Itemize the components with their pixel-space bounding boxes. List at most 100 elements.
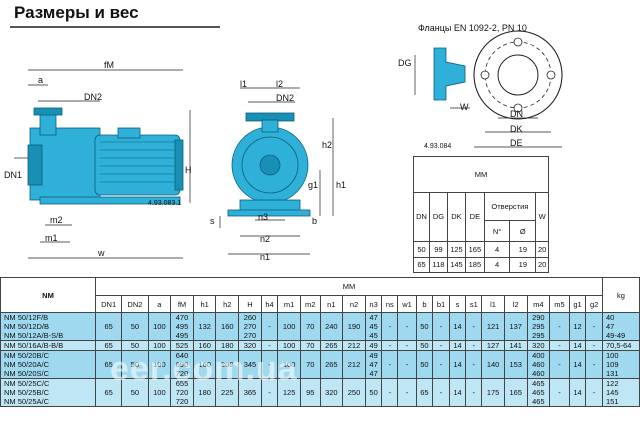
title-underline: [10, 26, 220, 28]
dim-H: H: [185, 165, 192, 175]
dim-W: W: [460, 102, 469, 112]
value: -: [472, 388, 476, 397]
model-name: NM 50/20S/C: [4, 369, 50, 378]
value: 49: [369, 341, 378, 350]
value: 225: [221, 388, 234, 397]
value-cell: 132: [192, 312, 217, 341]
column-header: m2: [299, 295, 321, 313]
value-cell: 14: [568, 378, 587, 407]
value-cell: -: [397, 378, 417, 407]
unit-header: MM: [95, 277, 603, 296]
model-name: NM 50/25A/C: [4, 397, 50, 406]
value: -: [472, 360, 476, 369]
weight-value: 122: [606, 379, 619, 388]
flange-cell: 4: [483, 256, 511, 274]
value: 465: [532, 379, 545, 388]
value-cell: 265: [319, 350, 344, 379]
value: 47: [369, 369, 378, 378]
value: 250: [347, 388, 361, 397]
value-cell: 525: [170, 340, 194, 351]
column-header: l1: [481, 295, 505, 313]
dim-DN2-front: DN2: [276, 93, 295, 103]
value-cell: 100: [277, 312, 301, 341]
value-cell: 50: [415, 312, 434, 341]
value-cell: -: [465, 340, 483, 351]
column-header: h2: [215, 295, 240, 313]
value: 65: [104, 360, 113, 369]
value: -: [268, 322, 271, 331]
watermark: eer.com.ua: [110, 350, 298, 388]
value: 720: [175, 388, 189, 397]
value: -: [592, 388, 596, 397]
value-cell: -: [549, 312, 570, 341]
value: 127: [486, 341, 500, 350]
model-name: NM 50/12F/B: [4, 313, 49, 322]
value-cell: -: [397, 312, 417, 341]
value: 160: [198, 341, 211, 350]
value-cell: 153: [503, 350, 528, 379]
value-cell: -: [432, 340, 450, 351]
value: 14: [453, 360, 462, 369]
column-header: DN1: [94, 295, 123, 313]
value: 70: [306, 360, 315, 369]
column-header: H: [238, 295, 262, 313]
weight-value: 49-49: [606, 331, 626, 340]
value: 50: [420, 322, 429, 331]
column-header: s: [448, 295, 467, 313]
value: 460: [532, 369, 545, 378]
value: 180: [221, 341, 234, 350]
side-drawing-id: 4.93.083.1: [148, 200, 182, 207]
flange-caption: Фланцы EN 1092-2, PN 10: [418, 23, 527, 33]
value-cell: 50: [364, 378, 383, 407]
value: 160: [198, 360, 211, 369]
pump-front-view: [219, 87, 334, 255]
value-cell: 212: [342, 350, 366, 379]
value-cell: -: [381, 340, 399, 351]
weight-value: 131: [606, 369, 619, 378]
value: -: [439, 388, 443, 397]
dim-DG: DG: [398, 58, 412, 68]
column-header: m4: [526, 295, 551, 313]
dim-w: w: [98, 248, 105, 258]
value-cell: 65: [94, 350, 123, 379]
flange-col-DK: DK: [446, 191, 467, 243]
value: 212: [347, 341, 361, 350]
value: -: [268, 388, 271, 397]
value-cell: 12: [568, 312, 587, 341]
flange-dimensions-table: MM DN DG DK DE Отверстия W N° Ø 50 99 12…: [412, 156, 549, 274]
value: -: [388, 322, 392, 331]
flange-cell: 125: [446, 241, 467, 258]
value-cell: 50: [121, 312, 149, 341]
dim-g1: g1: [308, 180, 319, 190]
weight-value: 100: [606, 351, 619, 360]
value-cell: 125: [277, 378, 301, 407]
value-cell: 65: [94, 340, 123, 351]
value-cell: 14: [448, 378, 467, 407]
flange-cell: 50: [412, 241, 431, 258]
value-cell: 175: [481, 378, 505, 407]
value-cell: 265: [319, 340, 344, 351]
value-cell: 345: [238, 350, 262, 379]
value-cell: 180: [215, 340, 240, 351]
weight-header: kg: [602, 277, 640, 313]
value-cell: -: [432, 350, 450, 379]
value: 100: [153, 322, 166, 331]
value: -: [558, 388, 561, 397]
value-cell: 100: [147, 312, 172, 341]
column-header: n3: [364, 295, 383, 313]
flange-col-count: N°: [483, 219, 511, 243]
value: 190: [347, 322, 361, 331]
value: 14: [453, 322, 462, 331]
value: 153: [509, 360, 522, 369]
value: 465: [532, 388, 545, 397]
value-cell: 49: [364, 340, 383, 351]
column-header: w1: [397, 295, 417, 313]
value: 14: [453, 341, 462, 350]
value-cell: 140: [481, 350, 505, 379]
value: 295: [532, 331, 545, 340]
value-cell: 100: [147, 340, 172, 351]
